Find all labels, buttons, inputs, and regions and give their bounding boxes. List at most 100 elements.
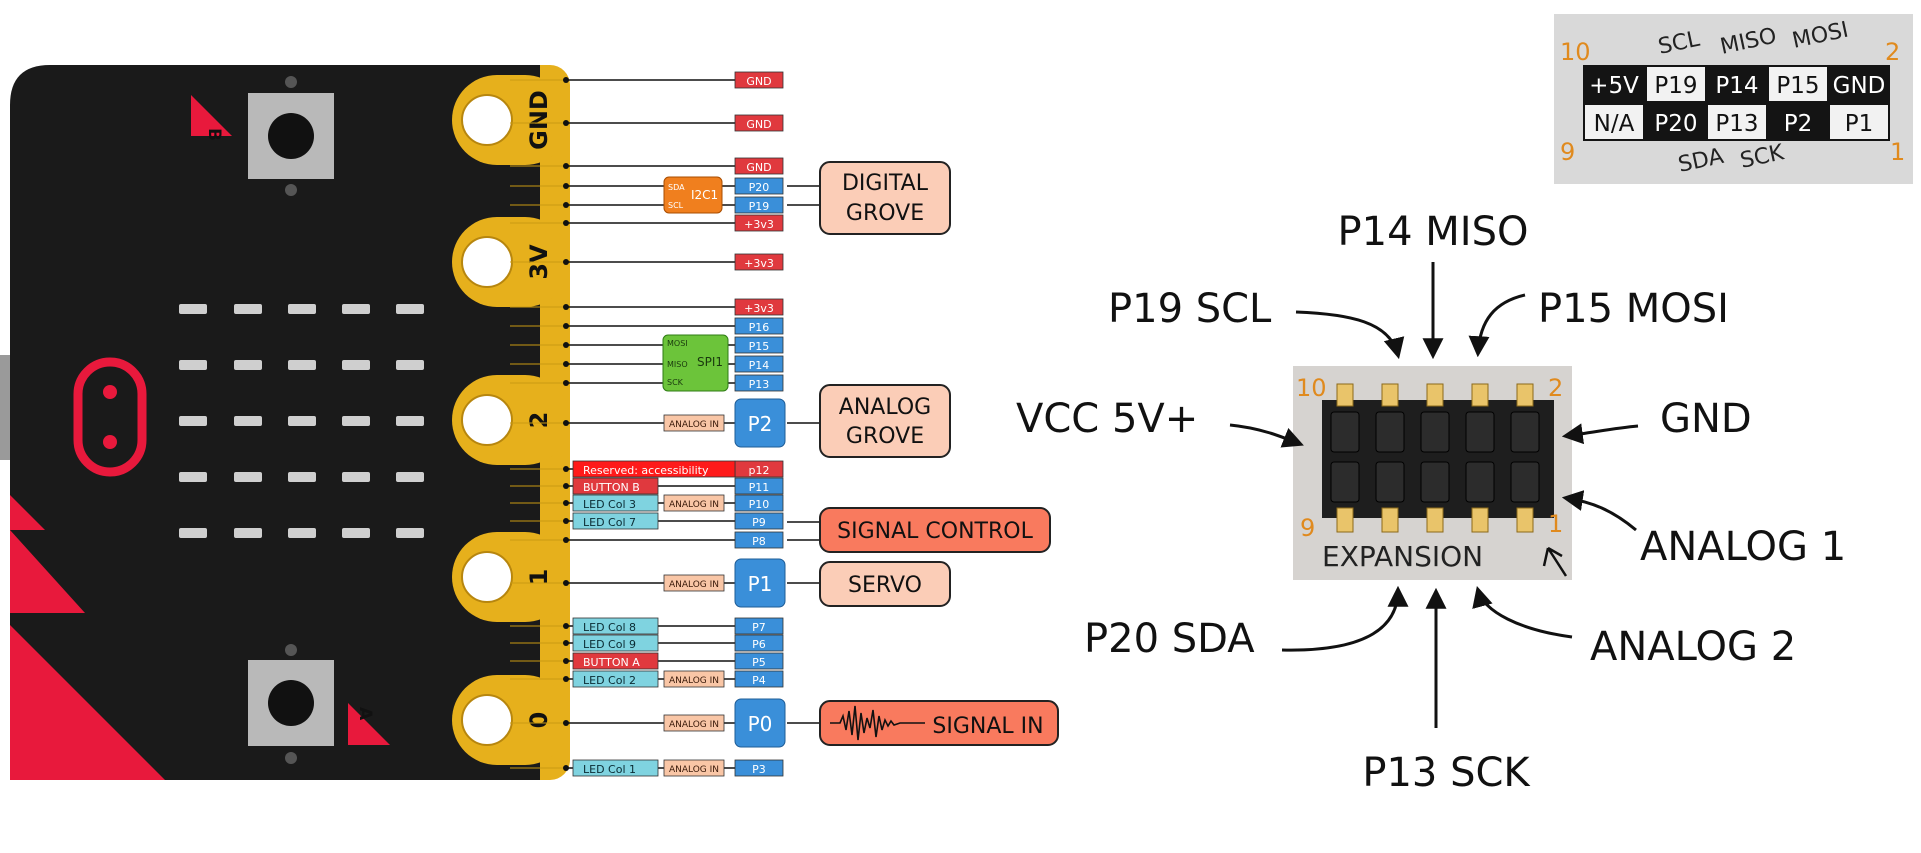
button-a[interactable] (248, 644, 334, 764)
analog-in-box (663, 759, 725, 777)
pin-box (734, 157, 784, 175)
microbit-logo-icon (73, 357, 147, 477)
callout-signal-control (819, 507, 1051, 553)
header-pin-top (1471, 383, 1489, 407)
button-b-cap (268, 113, 314, 159)
pin-label: P15 (749, 340, 770, 353)
pin-function-label: LED Col 1 (583, 763, 636, 776)
header-socket (1375, 411, 1405, 453)
pin-row-+3v3: +3v3 (563, 214, 784, 232)
led (342, 416, 370, 426)
pin-box (734, 477, 784, 495)
pin-label: P2 (748, 412, 773, 436)
pin-label: P16 (749, 321, 770, 334)
arrow-vcc (1229, 423, 1304, 448)
expansion-num-10: 10 (1296, 374, 1327, 402)
label-vcc: VCC 5V+ (1016, 396, 1198, 442)
pin-box (734, 512, 784, 530)
pin-row-gnd: GND (563, 157, 784, 175)
pad-hole (461, 236, 513, 288)
callout-analog-grove-text: ANALOG (839, 395, 931, 420)
header-socket (1330, 411, 1360, 453)
button-b-letter: B (204, 128, 224, 141)
pin-box (734, 652, 784, 670)
header-pin-cell (1828, 65, 1890, 103)
led (179, 528, 207, 538)
i2c-box (663, 176, 723, 214)
pin-function-box (572, 477, 659, 495)
pin-dot (563, 640, 569, 646)
i2c-scl-label: SCL (668, 201, 684, 210)
led (234, 472, 262, 482)
led (288, 528, 316, 538)
pin-row-+3v3: +3v3 (563, 253, 784, 271)
header-pin-bottom (1471, 507, 1489, 533)
callout-digital-grove-text-2: GROVE (846, 201, 924, 226)
led (342, 360, 370, 370)
arrow-analog1 (1561, 490, 1637, 532)
pin-dot (563, 304, 569, 310)
header-pin-label: P19 (1654, 73, 1697, 99)
pin-dot (563, 658, 569, 664)
pin-function-label: BUTTON B (583, 481, 640, 494)
pin-dot (563, 500, 569, 506)
header-socket (1465, 461, 1495, 503)
pin-box (734, 336, 784, 354)
led (179, 360, 207, 370)
pin-dot (563, 342, 569, 348)
label-p15-mosi: P15 MOSI (1538, 286, 1729, 332)
analog-in-label: ANALOG IN (669, 500, 719, 510)
header-pin-cell (1828, 103, 1890, 141)
pin-dot (563, 323, 569, 329)
button-a-marker (348, 703, 390, 745)
callout-analog-grove (819, 384, 951, 458)
callout-digital-grove (819, 161, 951, 235)
header-pin-top (1426, 383, 1444, 407)
pin-box (734, 253, 784, 271)
analog-in-label: ANALOG IN (669, 676, 719, 686)
label-p20-sda: P20 SDA (1084, 616, 1255, 662)
pin-box (734, 298, 784, 316)
pin-row-gnd: GND (563, 114, 784, 132)
pin-dot (563, 420, 569, 426)
analog-in-box (663, 494, 725, 512)
pin-function-box (572, 512, 659, 530)
led (179, 472, 207, 482)
arrow-analog2 (1472, 585, 1573, 639)
header-pin-cell (1583, 65, 1645, 103)
header-num-10: 10 (1560, 38, 1591, 66)
button-b[interactable] (248, 76, 334, 196)
pad-label: 1 (525, 569, 553, 586)
analog-in-label: ANALOG IN (669, 765, 719, 775)
pin-label: P0 (748, 712, 773, 736)
spi-label: SPI1 (697, 355, 723, 369)
header-pin-label: P1 (1845, 111, 1874, 137)
pad-label: 0 (525, 712, 553, 729)
led (342, 528, 370, 538)
led (396, 360, 424, 370)
pin-dot (563, 220, 569, 226)
header-socket (1510, 411, 1540, 453)
pin-function-label: LED Col 9 (583, 638, 636, 651)
led (179, 304, 207, 314)
header-pin-cell (1645, 103, 1707, 141)
analog-in-label: ANALOG IN (669, 580, 719, 590)
pin-dot (563, 466, 569, 472)
callout-servo (819, 561, 951, 607)
led (234, 528, 262, 538)
header-socket (1330, 461, 1360, 503)
spi-box (662, 334, 729, 392)
pin-box (734, 698, 786, 748)
pin-label: P13 (749, 378, 770, 391)
pin-box (734, 71, 784, 89)
analog-in-box (663, 414, 725, 432)
header-pin-cell (1583, 103, 1645, 141)
led (234, 360, 262, 370)
led (288, 360, 316, 370)
i2c-sda-label: SDA (668, 183, 685, 192)
